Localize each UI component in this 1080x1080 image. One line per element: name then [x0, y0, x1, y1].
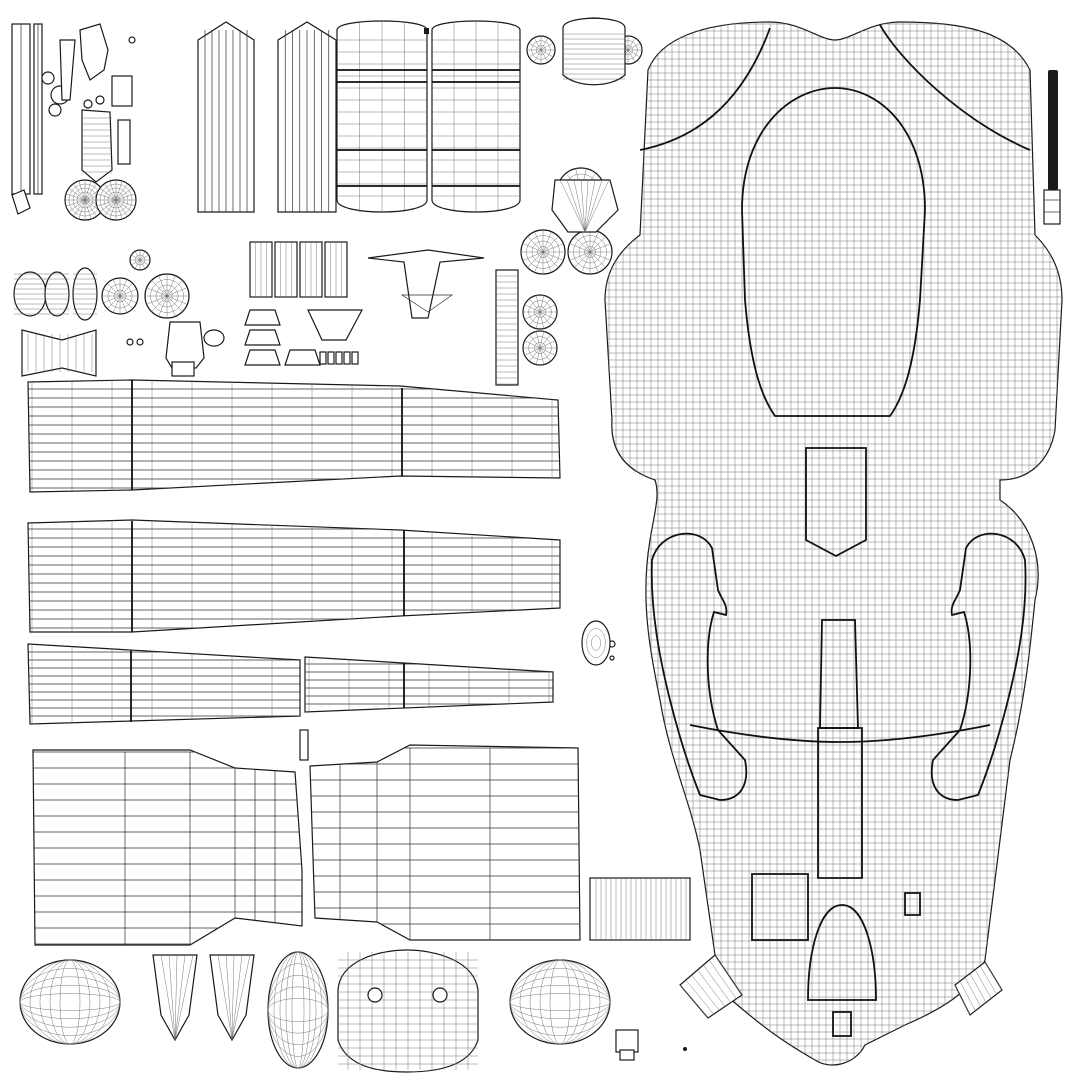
pitot-probe-island [1043, 70, 1061, 225]
hatch-seam [805, 447, 867, 558]
tail-slot-seam [832, 1011, 852, 1037]
stabilizer-panel-1 [27, 643, 301, 725]
small-strip-panel [589, 877, 691, 941]
top-column-islands [11, 21, 337, 213]
small-parts-cluster [11, 23, 616, 661]
shoulder-seam-right [879, 24, 1031, 151]
wing-panel-1 [27, 379, 561, 493]
tank-panel-islands [336, 20, 521, 213]
tail-fin-strip-left [679, 954, 743, 1019]
spine-lower-seam [817, 727, 863, 879]
bay-seam [751, 873, 809, 941]
fuselage-outline [604, 21, 1063, 1066]
tail-fin-strip-right [954, 961, 1003, 1016]
stabilizer-panel-2 [304, 656, 554, 713]
wing-panel-2 [27, 519, 561, 633]
bottom-pod-islands [19, 949, 611, 1073]
shoulder-seam-left [639, 27, 771, 151]
misc-part-islands [424, 17, 687, 1061]
waist-seam [689, 724, 991, 743]
access-panel-seam [904, 892, 921, 916]
tiny-marker [299, 729, 309, 761]
nacelle-block-left [32, 749, 303, 946]
nacelle-block-right [309, 744, 581, 941]
canopy-seam [741, 87, 926, 417]
tail-arch-seam [807, 904, 877, 1001]
